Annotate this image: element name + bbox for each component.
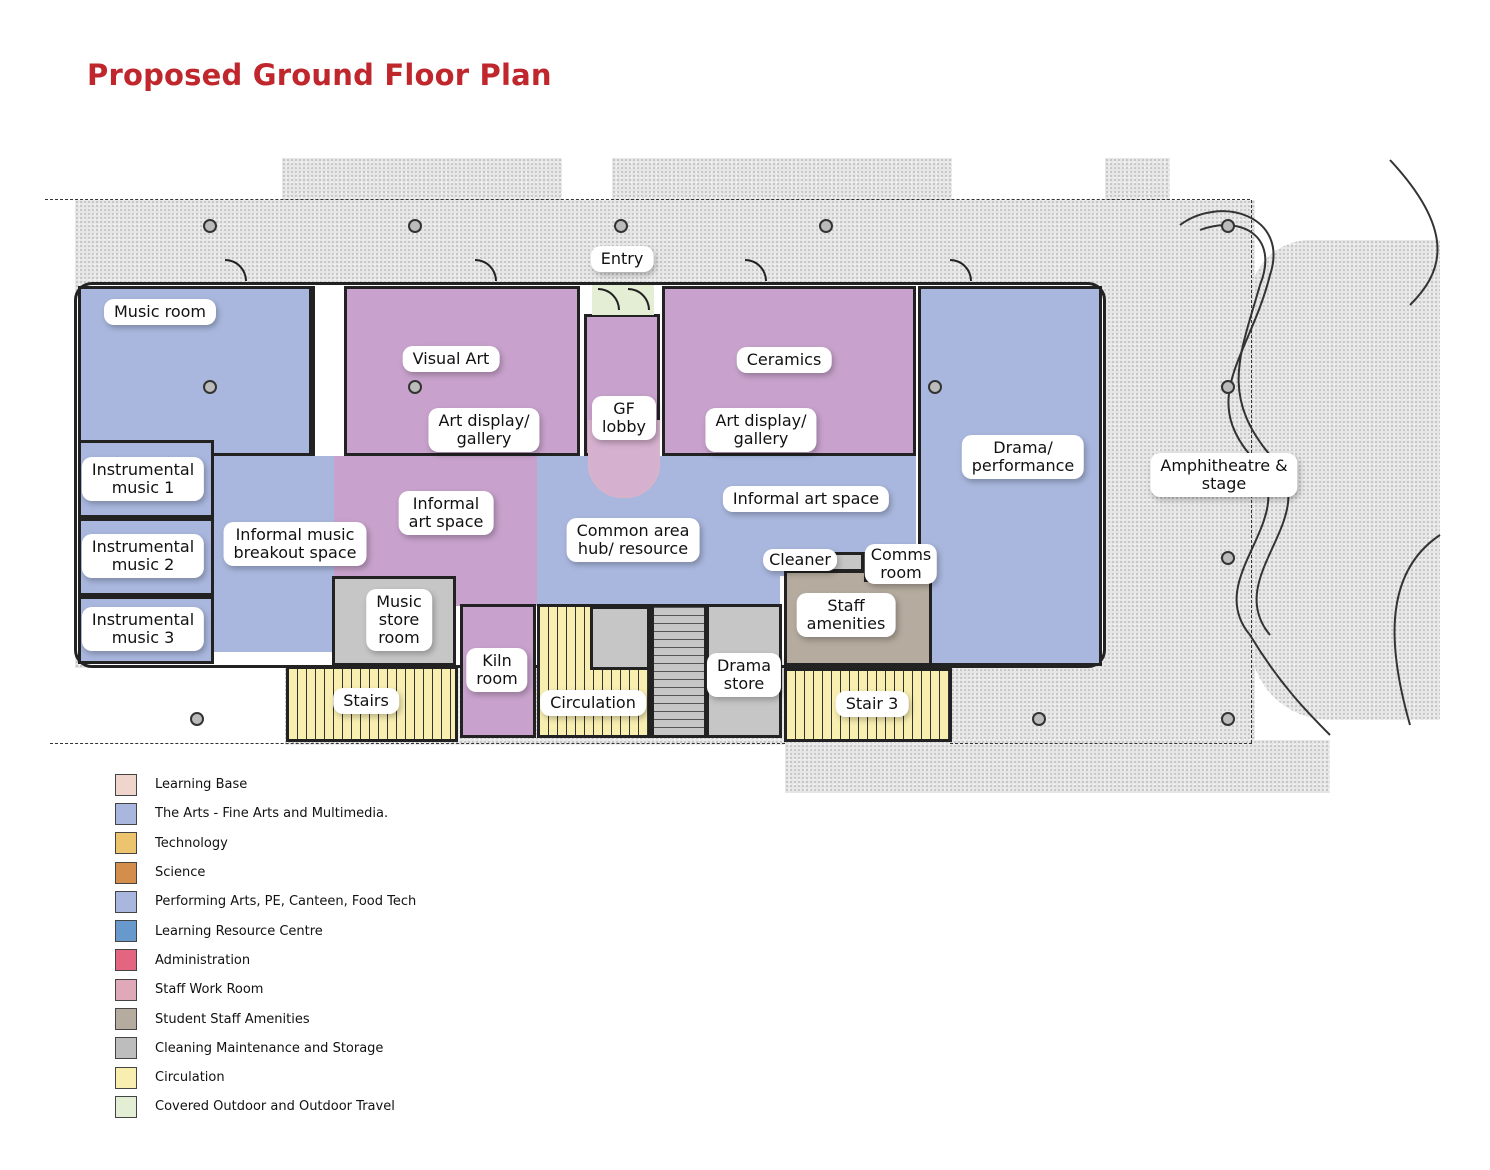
label-comms-room: Comms room	[864, 544, 938, 584]
legend-swatch	[115, 949, 137, 972]
legend-label: Performing Arts, PE, Canteen, Food Tech	[155, 894, 417, 910]
page-title: Proposed Ground Floor Plan	[87, 58, 552, 92]
legend-item: Performing Arts, PE, Canteen, Food Tech	[115, 887, 416, 916]
label-ceramics: Ceramics	[736, 347, 832, 373]
legend-item: The Arts - Fine Arts and Multimedia.	[115, 799, 416, 828]
legend-label: Student Staff Amenities	[155, 1011, 310, 1027]
room-lift	[590, 606, 650, 670]
room-service-core	[651, 604, 707, 738]
legend-swatch	[115, 920, 137, 943]
outdoor-paving-south	[785, 740, 1330, 793]
legend-swatch	[115, 773, 137, 796]
outdoor-top-strip-1	[282, 158, 562, 200]
label-instrumental-music-3: Instrumental music 3	[81, 607, 205, 651]
label-music-room: Music room	[104, 299, 216, 325]
legend-swatch	[115, 1066, 137, 1089]
label-art-display-right: Art display/ gallery	[705, 408, 817, 452]
legend-label: Administration	[155, 952, 251, 968]
column	[1221, 380, 1235, 394]
boundary-line	[50, 743, 785, 744]
legend-item: Science	[115, 858, 416, 887]
label-kiln-room: Kiln room	[466, 648, 528, 692]
label-stair-3: Stair 3	[835, 691, 909, 717]
column	[203, 219, 217, 233]
legend-swatch	[115, 978, 137, 1001]
column	[1032, 712, 1046, 726]
column	[1221, 712, 1235, 726]
column	[408, 380, 422, 394]
label-art-display-left: Art display/ gallery	[428, 408, 540, 452]
label-circulation: Circulation	[540, 690, 646, 716]
label-entry: Entry	[590, 246, 654, 272]
legend-label: The Arts - Fine Arts and Multimedia.	[155, 806, 389, 822]
label-drama-store: Drama store	[706, 653, 782, 697]
legend-item: Student Staff Amenities	[115, 1004, 416, 1033]
column	[614, 219, 628, 233]
label-informal-art-space-left: Informal art space	[398, 491, 494, 535]
label-staff-amenities: Staff amenities	[796, 593, 896, 637]
legend-swatch	[115, 1037, 137, 1060]
boundary-line	[45, 199, 1250, 200]
legend-label: Learning Base	[155, 777, 248, 793]
label-cleaner: Cleaner	[763, 549, 837, 571]
legend-item: Cleaning Maintenance and Storage	[115, 1034, 416, 1063]
wall-partition	[312, 286, 348, 456]
legend-item: Technology	[115, 829, 416, 858]
legend-label: Cleaning Maintenance and Storage	[155, 1040, 384, 1056]
column	[408, 219, 422, 233]
legend-item: Learning Base	[115, 770, 416, 799]
legend-item: Circulation	[115, 1063, 416, 1092]
label-drama-performance: Drama/ performance	[961, 435, 1085, 479]
legend-swatch	[115, 890, 137, 913]
label-stairs: Stairs	[333, 688, 399, 714]
label-amphitheatre: Amphitheatre & stage	[1150, 453, 1298, 497]
legend-item: Learning Resource Centre	[115, 916, 416, 945]
legend-label: Circulation	[155, 1070, 225, 1086]
label-informal-music-breakout: Informal music breakout space	[223, 522, 367, 566]
boundary-line	[950, 743, 1252, 744]
column	[1221, 551, 1235, 565]
legend-label: Covered Outdoor and Outdoor Travel	[155, 1099, 395, 1115]
legend-swatch	[115, 861, 137, 884]
legend-label: Staff Work Room	[155, 982, 264, 998]
legend-item: Administration	[115, 946, 416, 975]
legend-swatch	[115, 1095, 137, 1118]
legend-label: Science	[155, 865, 206, 881]
label-instrumental-music-1: Instrumental music 1	[81, 457, 205, 501]
label-instrumental-music-2: Instrumental music 2	[81, 534, 205, 578]
outdoor-top-strip-3	[1105, 158, 1170, 200]
label-common-area: Common area hub/ resource	[566, 518, 700, 562]
label-informal-art-space-right: Informal art space	[722, 486, 890, 512]
column	[1221, 219, 1235, 233]
label-visual-art: Visual Art	[402, 346, 500, 372]
legend-item: Covered Outdoor and Outdoor Travel	[115, 1092, 416, 1121]
column	[928, 380, 942, 394]
column	[203, 380, 217, 394]
legend-label: Technology	[155, 835, 228, 851]
legend-swatch	[115, 802, 137, 825]
white-forecourt	[75, 668, 285, 746]
legend-label: Learning Resource Centre	[155, 923, 323, 939]
legend-swatch	[115, 832, 137, 855]
column	[190, 712, 204, 726]
legend-item: Staff Work Room	[115, 975, 416, 1004]
label-music-store: Music store room	[366, 589, 432, 651]
legend-swatch	[115, 1008, 137, 1031]
column	[819, 219, 833, 233]
label-gf-lobby: GF lobby	[591, 396, 657, 440]
outdoor-top-strip-2	[612, 158, 952, 200]
